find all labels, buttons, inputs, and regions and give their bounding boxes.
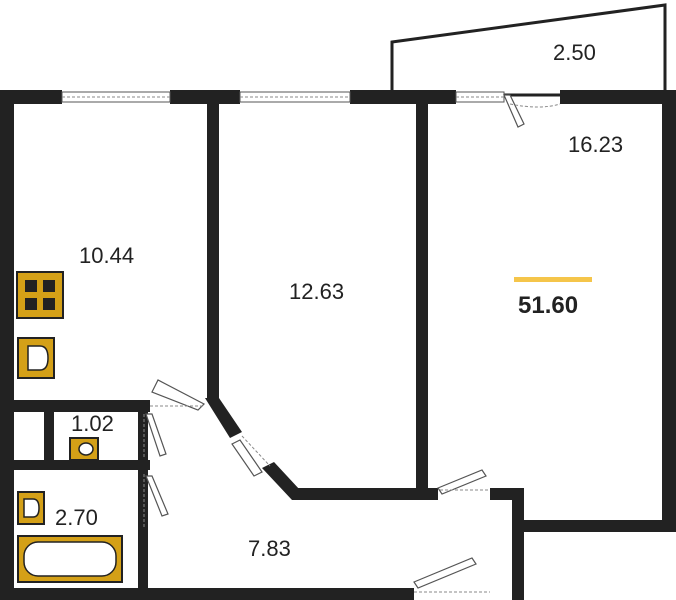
stove-icon — [16, 271, 64, 319]
bathtub-icon — [17, 535, 123, 583]
washbasin-icon — [17, 491, 45, 525]
windows — [61, 91, 505, 103]
bedroom-area-label: 12.63 — [289, 279, 344, 304]
toilet-icon — [69, 437, 99, 461]
toilet-area-label: 1.02 — [71, 411, 114, 436]
doors — [143, 94, 561, 593]
bathroom-area-label: 2.70 — [55, 505, 98, 530]
balcony-outline — [390, 3, 667, 97]
walls — [0, 90, 676, 600]
total-area-accent — [514, 277, 592, 282]
sink-icon — [17, 337, 55, 379]
living-room-area-label: 16.23 — [568, 132, 623, 157]
total-area-label: 51.60 — [518, 292, 578, 319]
hallway-area-label: 7.83 — [248, 536, 291, 561]
balcony-area-label: 2.50 — [553, 40, 596, 65]
kitchen-area-label: 10.44 — [79, 243, 134, 268]
